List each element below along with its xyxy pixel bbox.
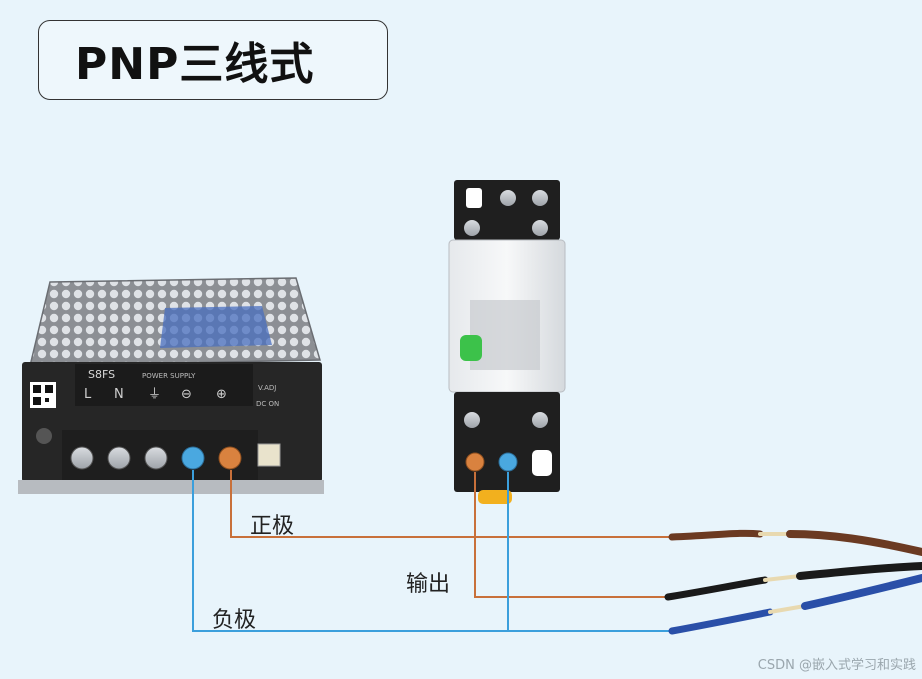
terminal-symbol-plus: ⊕	[216, 387, 227, 402]
psu-terminal-symbols: L N ⏚ ⊖ ⊕	[84, 387, 227, 402]
relay-top-screw-1	[500, 190, 516, 206]
positive-label: 正极	[250, 514, 295, 539]
wire-positive	[230, 470, 672, 538]
terminal-symbol-minus: ⊖	[181, 387, 192, 402]
terminal-symbol-ground: ⏚	[148, 387, 161, 402]
relay-terminal-output	[465, 452, 485, 472]
sensor-cables	[664, 529, 922, 635]
cable-blue	[668, 608, 774, 635]
psu-label-strip	[75, 364, 253, 406]
wire-output	[474, 472, 668, 598]
diagram-title: PNP三线式	[75, 39, 315, 90]
relay-top-screw-2	[532, 190, 548, 206]
terminal-screw-minus	[181, 446, 205, 470]
terminal-screw-n	[107, 446, 131, 470]
terminal-symbol-n: N	[114, 387, 124, 402]
cable-black	[664, 576, 769, 601]
relay-coil	[470, 300, 540, 370]
wiring	[192, 470, 672, 632]
output-label: 输出	[406, 572, 451, 597]
relay	[448, 180, 566, 504]
psu-caption-text: POWER SUPPLY	[142, 372, 196, 380]
terminal-screw-plus	[218, 446, 242, 470]
relay-top-screw-4	[532, 220, 548, 236]
dc-on-label: DC ON	[256, 400, 279, 408]
relay-release-tab	[478, 490, 512, 504]
watermark: CSDN @嵌入式学习和实践	[757, 658, 916, 673]
cable-brown	[668, 529, 764, 541]
psu-side-knob	[36, 428, 52, 444]
relay-bottom-screw-2	[532, 412, 548, 428]
negative-label: 负极	[212, 608, 257, 633]
psu-terminal-block	[62, 430, 258, 482]
relay-terminal-negative	[498, 452, 518, 472]
psu-blue-panel	[160, 306, 272, 348]
adjust-label: V.ADJ	[258, 384, 276, 392]
title-box: PNP三线式	[38, 20, 388, 100]
relay-bottom-screw-1	[464, 412, 480, 428]
terminal-screw-l	[70, 446, 94, 470]
psu-model-text: S8FS	[88, 368, 115, 381]
relay-top-screw-3	[464, 220, 480, 236]
terminal-symbol-l: L	[84, 387, 92, 402]
terminal-screw-ground	[144, 446, 168, 470]
psu-base-plate	[18, 480, 324, 494]
adjust-pot	[257, 443, 281, 467]
relay-indicator-led	[460, 335, 482, 361]
power-supply: S8FS POWER SUPPLY L N ⏚ ⊖ ⊕ V.ADJ DC ON	[18, 277, 324, 494]
wire-negative	[192, 470, 672, 632]
